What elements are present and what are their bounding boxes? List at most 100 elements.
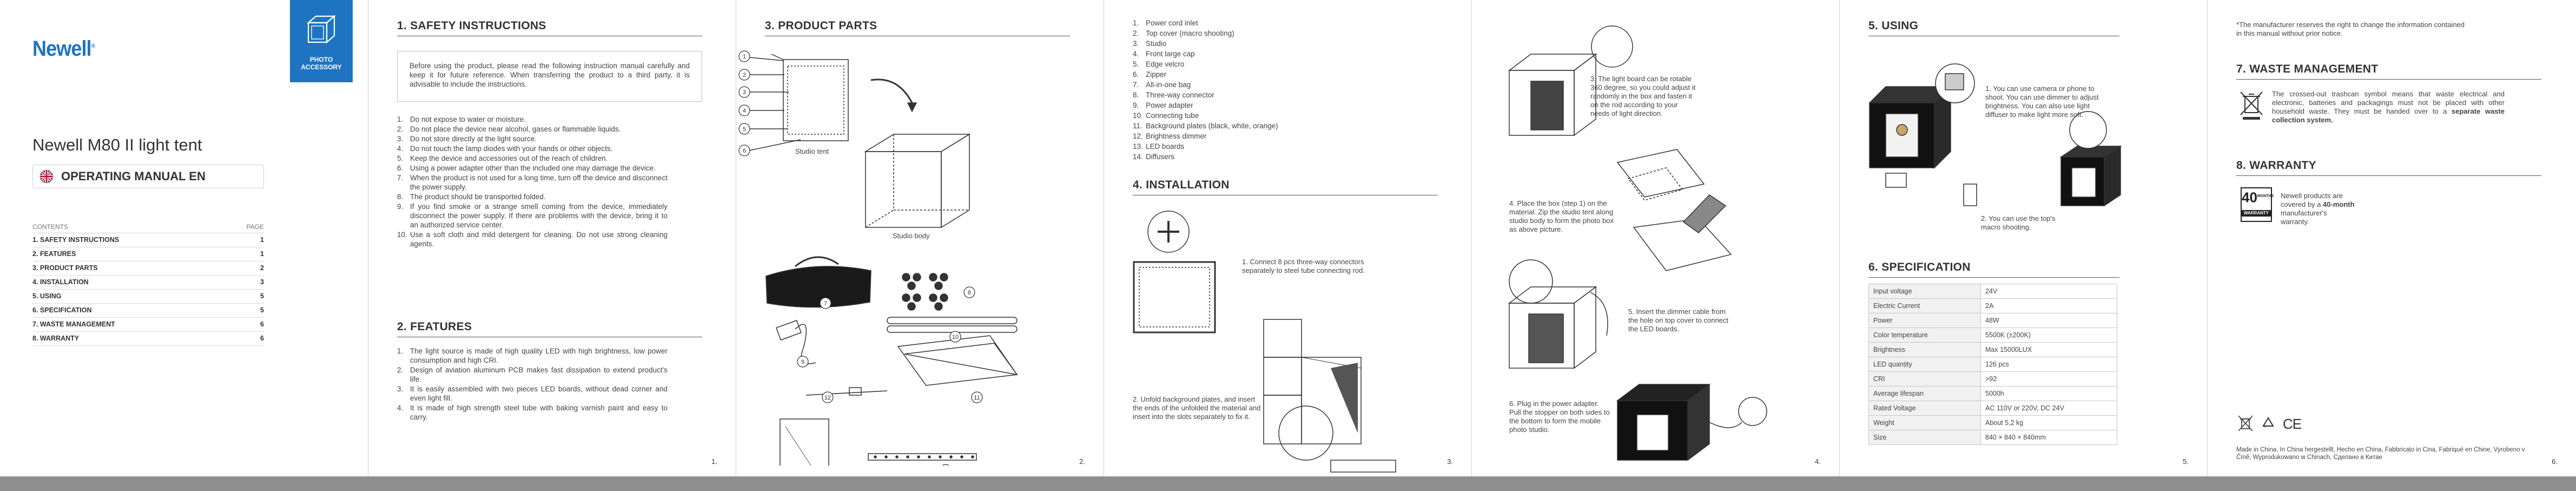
item-number: 7. <box>397 174 404 182</box>
callout-12: 12 <box>824 395 831 401</box>
compliance-icons: CE <box>2237 415 2302 433</box>
warranty-badge-months: MONTHS <box>2257 194 2274 198</box>
using-heading: 5. USING <box>1868 19 1919 32</box>
item-text: Background plates (black, white, orange) <box>1146 122 1278 130</box>
item-number: 4. <box>397 404 404 412</box>
recycle-icon <box>2262 417 2274 427</box>
list-item: 1.Do not expose to water or moisture. <box>397 115 668 124</box>
item-number: 3. <box>1133 40 1139 48</box>
toc-title: 5. USING <box>32 292 62 300</box>
spec-row: CRI>92 <box>1868 371 2117 387</box>
toc-title: 6. SPECIFICATION <box>32 306 92 314</box>
list-item: 3.Studio <box>1133 39 1414 48</box>
spec-key: CRI <box>1868 371 1981 387</box>
toc-page: 6 <box>260 320 264 328</box>
warranty-badge-label: WARRANTY <box>2242 210 2271 217</box>
badge-line2: ACCESSORY <box>301 63 342 71</box>
spec-value: 5000h <box>1980 386 2117 401</box>
callout-6: 6 <box>743 148 746 154</box>
item-number: 10. <box>1133 112 1143 120</box>
spec-value: AC 110V or 220V, DC 24V <box>1980 401 2117 416</box>
spec-value: 2A <box>1980 298 2117 313</box>
item-text: It is easily assembled with two pieces L… <box>410 385 668 402</box>
list-item: 10.Use a soft cloth and mild detergent f… <box>397 230 668 248</box>
spec-key: Power <box>1868 313 1981 328</box>
item-number: 2. <box>1133 29 1139 37</box>
item-text: Brightness dimmer <box>1146 132 1207 140</box>
item-text: The product should be transported folded… <box>410 193 546 201</box>
waste-heading: 7. WASTE MANAGEMENT <box>2236 63 2379 75</box>
spec-key: Color temperature <box>1868 328 1981 343</box>
item-text: Connecting tube <box>1146 112 1199 120</box>
spec-key: Brightness <box>1868 342 1981 357</box>
page-label: PAGE <box>246 223 264 231</box>
features-heading: 2. FEATURES <box>397 320 472 333</box>
item-number: 6. <box>1133 70 1139 78</box>
uk-flag-icon <box>39 169 54 184</box>
toc-page: 6 <box>260 335 264 342</box>
spec-value: Max 15000LUX <box>1980 342 2117 357</box>
item-text: Do not touch the lamp diodes with your h… <box>410 145 613 153</box>
install-step-3: 3. The light board can be rotable 360 de… <box>1590 75 1696 117</box>
page-number: 3. <box>1447 457 1453 466</box>
item-text: All-in-one bag <box>1146 81 1191 89</box>
installation-heading: 4. INSTALLATION <box>1133 179 1230 191</box>
item-number: 4. <box>397 145 404 153</box>
spec-key: Electric Current <box>1868 298 1981 313</box>
safety-heading: 1. SAFETY INSTRUCTIONS <box>397 19 546 32</box>
list-item: 14.Diffusers <box>1133 152 1414 161</box>
item-text: Edge velcro <box>1146 60 1185 68</box>
item-number: 10. <box>397 231 407 239</box>
using-text-2: 2. You can use the top's macro shooting. <box>1981 214 2056 231</box>
item-text: Use a soft cloth and mild detergent for … <box>410 231 668 248</box>
list-item: 12.Brightness dimmer <box>1133 132 1414 141</box>
item-text: Using a power adapter other than the inc… <box>410 164 656 172</box>
item-text: Top cover (macro shooting) <box>1146 29 1234 37</box>
spec-value: 24V <box>1980 284 2117 299</box>
callout-1: 1 <box>743 54 746 60</box>
list-item: 4. It is made of high strength steel tube… <box>397 403 668 422</box>
waste-text: The crossed-out trashcan symbol means th… <box>2272 90 2505 124</box>
page-number: 1. <box>711 457 717 466</box>
intro-box: Before using the product, please read th… <box>397 51 702 102</box>
crossed-bin-icon <box>2240 91 2263 120</box>
item-number: 5. <box>1133 60 1139 68</box>
list-item: 11.Background plates (black, white, oran… <box>1133 121 1414 130</box>
page-footer-bar <box>0 476 2576 491</box>
toc-title: 8. WARRANTY <box>32 335 80 342</box>
list-item: 5.Keep the device and accessories out of… <box>397 154 668 163</box>
manual-title: OPERATING MANUAL EN <box>61 169 206 183</box>
list-item: 6.Zipper <box>1133 70 1414 79</box>
spec-key: Input voltage <box>1868 284 1981 299</box>
list-item: 7.When the product is not used for a lon… <box>397 173 668 192</box>
item-text: It is made of high strength steel tube w… <box>410 404 668 421</box>
list-item: 2. Top cover (macro shooting) <box>1133 29 1414 38</box>
spec-key: LED quantity <box>1868 357 1981 372</box>
callout-9: 9 <box>801 359 804 365</box>
page-number: 5. <box>2183 457 2189 466</box>
spec-key: Rated Voltage <box>1868 401 1981 416</box>
item-text: Do not expose to water or moisture. <box>410 115 526 123</box>
item-number: 9. <box>1133 101 1139 109</box>
install-step-2: 2. Unfold background plates, and insert … <box>1133 395 1261 421</box>
list-item: 5. Edge velcro <box>1133 60 1414 69</box>
callout-11: 11 <box>974 395 980 401</box>
list-item: 3.It is easily assembled with two pieces… <box>397 384 668 403</box>
item-number: 4. <box>1133 50 1139 58</box>
item-number: 2. <box>397 125 404 133</box>
list-item: 6.Using a power adapter other than the i… <box>397 163 668 173</box>
cover-page: Newell® PHOTO ACCESSORY Newell M80 II li… <box>0 0 368 476</box>
callout-7: 7 <box>824 300 827 307</box>
item-number: 3. <box>397 135 404 143</box>
